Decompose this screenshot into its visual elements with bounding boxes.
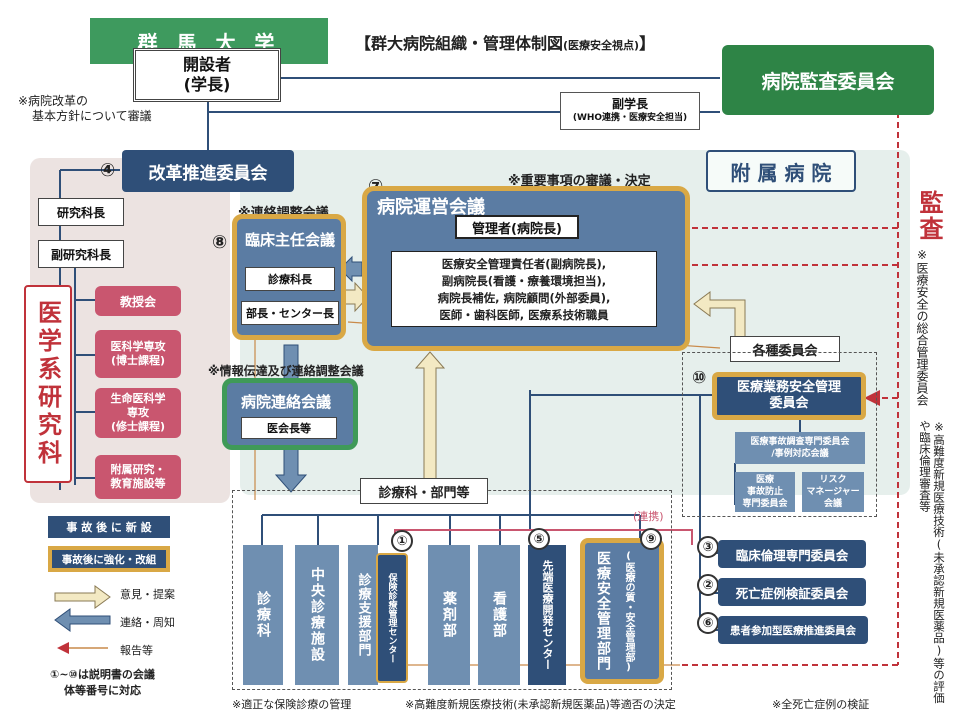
department-7: 先端医療開発センター bbox=[528, 545, 566, 685]
legend-strengthen: 事故後に強化・改組 bbox=[48, 546, 170, 572]
legend-opinion: 意見・提案 bbox=[120, 588, 175, 601]
department-2: 中央診療施設 bbox=[295, 545, 339, 685]
various-committees: 各種委員会 bbox=[730, 336, 840, 362]
founder-box: 開設者 (学長) bbox=[133, 48, 281, 102]
legend-new: 事 故 後 に 新 設 bbox=[48, 516, 170, 538]
audit-note: ※医療安全の総合管理委員会 bbox=[915, 248, 929, 406]
legend-number-note-1: ①~⑩は説明書の会議 bbox=[50, 668, 155, 681]
administrator-box: 管理者(病院長) bbox=[455, 215, 579, 239]
clinical-chiefs-number: ⑧ bbox=[212, 232, 228, 253]
liaison-council-title: 病院連絡会議 bbox=[241, 393, 332, 411]
department-1: 診療科 bbox=[243, 545, 283, 685]
department-8-number: ⑨ bbox=[640, 528, 662, 550]
liaison-members: 医会長等 bbox=[241, 417, 337, 439]
page-title: 【群大病院組織・管理体制図(医療安全視点)】 bbox=[355, 34, 656, 53]
bottom-note-insurance: ※適正な保険診療の管理 bbox=[232, 698, 352, 711]
department-5: 薬剤部 bbox=[428, 545, 470, 685]
research-dept-vice: 副研究科長 bbox=[38, 240, 124, 268]
hospital-council-title: 病院運営会議 bbox=[377, 197, 485, 218]
council-members-box: 医療安全管理責任者(副病院長), 副病院長(看護・療養環境担当), 病院長補佐,… bbox=[391, 251, 657, 327]
liaison-council: 病院連絡会議 医会長等 bbox=[222, 378, 358, 450]
faculty-item-1: 教授会 bbox=[95, 286, 181, 316]
safety-committee-number: ⑩ bbox=[692, 368, 707, 388]
reform-committee: 改革推進委員会 bbox=[122, 150, 294, 192]
ethics-number: ③ bbox=[697, 536, 719, 558]
clinical-chiefs-member-2: 部長・センター長 bbox=[241, 301, 339, 325]
legend-liaison: 連絡・周知 bbox=[120, 616, 175, 629]
council-member-3: 病院長補佐, 病院顧問(外部委員), bbox=[437, 291, 611, 305]
department-4-number: ① bbox=[391, 530, 413, 552]
cooperation-label: (連携) bbox=[633, 510, 664, 523]
death-committee: 死亡症例検証委員会 bbox=[718, 578, 866, 606]
research-dept-head: 研究科長 bbox=[38, 198, 124, 226]
faculty-item-2: 医科学専攻 (博士課程) bbox=[95, 330, 181, 378]
clinical-chiefs-council: 臨床主任会議 診療科長 部長・センター長 bbox=[232, 214, 346, 340]
vice-president-sub: (WHO連携・医療安全担当) bbox=[572, 113, 688, 123]
affiliated-hospital: 附 属 病 院 bbox=[706, 150, 856, 192]
department-4: 保険診療管理センター bbox=[376, 553, 408, 683]
patient-number: ⑥ bbox=[697, 612, 719, 634]
safety-committee: 医療業務安全管理 委員会 bbox=[712, 372, 866, 420]
committee-group-frame bbox=[682, 352, 877, 517]
safety-sub-committee-2: 医療 事故防止 専門委員会 bbox=[735, 472, 795, 512]
legend-number-note-2: 体等番号に対応 bbox=[64, 684, 141, 697]
departments-label: 診療科・部門等 bbox=[360, 478, 488, 504]
department-8: 医療安全管理部門 (医療の質・安全管理部) bbox=[580, 538, 664, 684]
department-8-label: 医療安全管理部門 bbox=[595, 551, 611, 671]
reform-note: ※病院改革の 基本方針について審議 bbox=[18, 94, 152, 123]
department-3: 診療支援部門 bbox=[348, 545, 378, 685]
vice-president-title: 副学長 bbox=[611, 97, 648, 111]
safety-sub-committee-1: 医療事故調査専門委員会 /事例対応会議 bbox=[735, 432, 865, 464]
bottom-note-advanced: ※高難度新規医療技術(未承認新規医薬品)等適否の決定 bbox=[405, 698, 676, 711]
important-matters-note: ※重要事項の審議・決定 bbox=[508, 174, 651, 189]
ethics-committee: 臨床倫理専門委員会 bbox=[718, 540, 866, 568]
faculty-item-4: 附属研究・ 教育施設等 bbox=[95, 455, 181, 499]
hospital-audit-committee: 病院監査委員会 bbox=[722, 45, 934, 115]
medical-school: 医学系研究科 bbox=[24, 285, 72, 483]
legend-liaison-arrow bbox=[54, 608, 111, 632]
founder-line1: 開設者 bbox=[182, 55, 231, 74]
bottom-note-deaths: ※全死亡症例の検証 bbox=[772, 698, 870, 711]
vice-president-box: 副学長 (WHO連携・医療安全担当) bbox=[560, 92, 700, 130]
legend-opinion-arrow bbox=[54, 585, 111, 609]
safety-sub-committee-3: リスク マネージャー 会議 bbox=[802, 472, 864, 512]
legend: 事 故 後 に 新 設 事故後に強化・改組 意見・提案 連絡・周知 報告等 ①~… bbox=[40, 510, 185, 700]
info-note: ※情報伝達及び連絡調整会議 bbox=[208, 364, 364, 378]
department-7-number: ⑤ bbox=[528, 528, 550, 550]
clinical-chiefs-title: 臨床主任会議 bbox=[245, 231, 336, 249]
council-member-1: 医療安全管理責任者(副病院長), bbox=[441, 257, 607, 271]
founder-line2: (学長) bbox=[183, 75, 231, 94]
department-8-sub: (医療の質・安全管理部) bbox=[623, 551, 634, 673]
faculty-item-3: 生命医科学 専攻 (修士課程) bbox=[95, 388, 181, 438]
legend-report: 報告等 bbox=[120, 644, 153, 657]
advanced-note: ※高難度新規医療技術(未承認新規医薬品)等の評価や臨床倫理審査等 bbox=[918, 420, 946, 704]
clinical-chiefs-member-1: 診療科長 bbox=[245, 267, 335, 291]
death-number: ② bbox=[697, 574, 719, 596]
council-member-4: 医師・歯科医師, 医療系技術職員 bbox=[439, 308, 609, 322]
department-6: 看護部 bbox=[478, 545, 520, 685]
reform-number: ④ bbox=[100, 160, 116, 181]
council-member-2: 副病院長(看護・療養環境担当), bbox=[441, 274, 607, 288]
patient-committee: 患者参加型医療推進委員会 bbox=[718, 616, 868, 644]
hospital-council: 病院運営会議 管理者(病院長) 医療安全管理責任者(副病院長), 副病院長(看護… bbox=[362, 186, 690, 351]
audit-label: 監査 bbox=[915, 190, 943, 242]
